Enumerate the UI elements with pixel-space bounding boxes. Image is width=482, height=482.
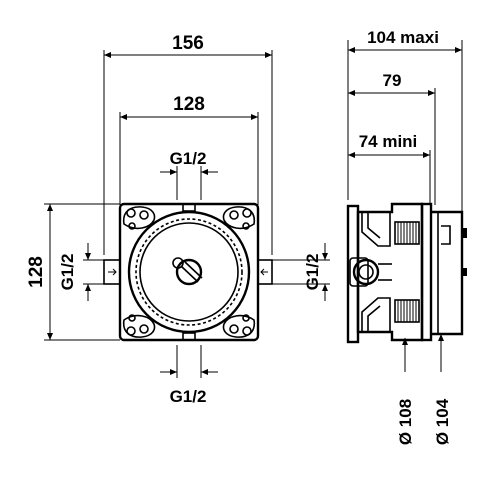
inner-ring (139, 222, 239, 322)
side-cover-detail (441, 225, 451, 245)
side-cover-clip-top (462, 228, 467, 238)
side-bracket-upper (361, 212, 391, 247)
front-view: 156 128 G1/2 G1/2 128 G1/2 G1/ (26, 33, 330, 406)
side-cover-plate (431, 210, 464, 336)
thread-top-label: G1/2 (170, 149, 207, 168)
side-bracket-lower (361, 297, 391, 332)
dim-depth-max: 104 maxi (367, 28, 439, 47)
side-bracket-lower-inner (367, 305, 381, 332)
dim-depth-min: 74 mini (359, 132, 418, 151)
side-bracket-upper-inner (367, 212, 381, 239)
corner-lug-top-right (222, 206, 256, 230)
dim-width-inner: 128 (173, 94, 205, 115)
dim-depth-mid: 79 (383, 71, 402, 90)
side-front-flange (420, 202, 433, 342)
side-view: 104 maxi 79 74 mini (346, 28, 467, 445)
side-thread-lower (394, 299, 420, 323)
inlet-left-arrow-icon (108, 268, 117, 276)
side-thread-upper (394, 221, 420, 245)
thread-left-label: G1/2 (58, 254, 77, 291)
corner-lug-top-left (122, 206, 156, 230)
inlet-right-arrow-icon (260, 268, 268, 276)
dim-diameter-2: Ø 104 (433, 398, 452, 445)
thread-bottom-label: G1/2 (170, 387, 207, 406)
corner-lug-bottom-left (122, 314, 156, 338)
dim-width-outer: 156 (172, 33, 204, 54)
inlet-right (257, 259, 273, 285)
thread-right-label: G1/2 (303, 254, 322, 291)
valve-center-icon (172, 257, 203, 286)
dim-height: 128 (26, 256, 47, 288)
side-inlet-connector (349, 257, 392, 287)
corner-lug-bottom-right (222, 314, 256, 338)
dim-diameter-1: Ø 108 (396, 399, 415, 445)
outer-ring (127, 210, 251, 334)
inner-ring-dashed (135, 218, 243, 326)
inlet-left (103, 259, 121, 285)
side-cover-clip-mid (462, 268, 467, 276)
